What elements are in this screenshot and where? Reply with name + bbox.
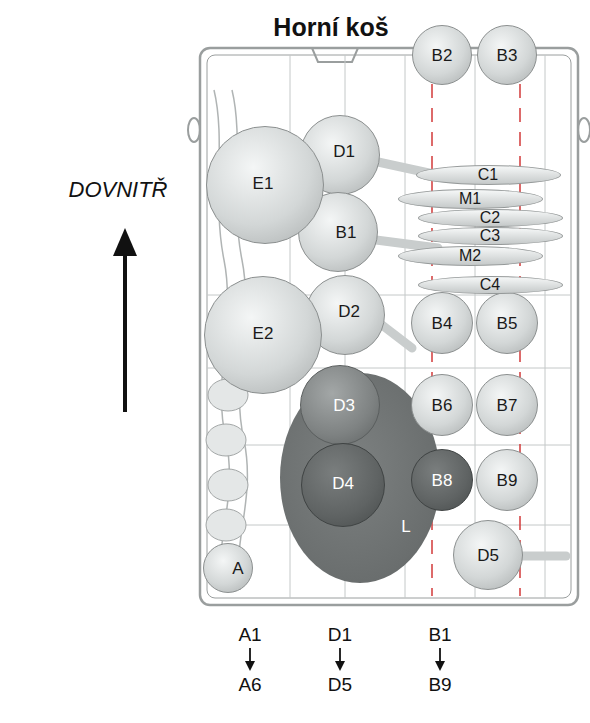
item-label: E1 xyxy=(253,175,274,192)
basket-frame xyxy=(312,48,358,62)
item-label: M2 xyxy=(459,248,481,264)
plate-edge: C4 xyxy=(418,276,563,294)
basket-frame xyxy=(207,55,571,598)
basket-frame xyxy=(188,48,590,605)
dish-item: A xyxy=(203,543,253,593)
sequence-start: A1 xyxy=(238,625,261,644)
sequence-end: D5 xyxy=(328,675,352,694)
plate-edge: M1 xyxy=(398,189,543,209)
item-label: L xyxy=(401,518,410,535)
item-label: B8 xyxy=(432,472,453,489)
dish-item: E1 xyxy=(206,126,324,244)
item-label: D4 xyxy=(332,475,354,492)
item-label: E2 xyxy=(253,325,274,342)
basket-frame xyxy=(188,118,200,142)
item-label: C4 xyxy=(480,277,500,293)
stacked-cups xyxy=(208,469,248,501)
item-label: C1 xyxy=(478,167,498,183)
dish-item: B3 xyxy=(477,25,537,85)
plate-edge: C3 xyxy=(418,227,563,245)
item-label: D5 xyxy=(477,547,499,564)
item-label: D2 xyxy=(338,303,360,320)
item-label: C3 xyxy=(480,228,500,244)
sequence-arrows xyxy=(245,661,255,671)
direction-arrow xyxy=(113,228,137,256)
dish-item: B2 xyxy=(412,25,472,85)
basket-frame xyxy=(200,48,578,605)
plate-edge: C2 xyxy=(418,209,563,227)
item-label: B2 xyxy=(432,47,453,64)
item-label: D1 xyxy=(333,143,355,160)
dish-item: B6 xyxy=(411,374,473,436)
item-label: B7 xyxy=(497,397,518,414)
sequence-arrows xyxy=(335,661,345,671)
stacked-cups xyxy=(206,379,248,541)
sequence-arrows xyxy=(435,661,445,671)
sequence-start: D1 xyxy=(328,625,352,644)
dish-item: B4 xyxy=(411,292,473,354)
sequence-end: B9 xyxy=(428,675,451,694)
dish-item: D4 xyxy=(301,443,385,527)
dish-item: D5 xyxy=(453,520,523,590)
dish-item: B8 xyxy=(411,449,473,511)
item-label: A xyxy=(232,560,243,577)
basket-grid xyxy=(207,55,571,598)
stacked-cups xyxy=(206,509,246,541)
plate-edge: M2 xyxy=(398,246,543,266)
direction-arrow xyxy=(123,250,127,412)
sequence-arrows xyxy=(245,648,445,671)
dish-item: E2 xyxy=(204,276,322,394)
basket-title: Horní koš xyxy=(273,15,388,40)
stacked-cups xyxy=(206,424,246,456)
sequence-start: B1 xyxy=(428,625,451,644)
item-label: B3 xyxy=(497,47,518,64)
sequence-end: A6 xyxy=(238,675,261,694)
item-label: B9 xyxy=(497,472,518,489)
item-label: M1 xyxy=(459,191,481,207)
dish-item: D3 xyxy=(300,365,380,445)
direction-label: DOVNITŘ xyxy=(69,179,168,201)
basket-frame xyxy=(578,118,590,142)
item-label: D3 xyxy=(333,397,355,414)
basket-grid xyxy=(545,55,546,598)
cup-handles xyxy=(521,552,566,561)
dish-item: B5 xyxy=(476,292,538,354)
item-label: B6 xyxy=(432,397,453,414)
item-label: B5 xyxy=(497,315,518,332)
direction-arrow xyxy=(113,228,137,412)
item-label: C2 xyxy=(480,210,500,226)
item-label: B4 xyxy=(432,315,453,332)
item-label: B1 xyxy=(336,224,357,241)
dish-item: B9 xyxy=(476,449,538,511)
cup-handles xyxy=(382,325,412,348)
plate-edge: C1 xyxy=(416,165,561,185)
dish-item: B7 xyxy=(476,374,538,436)
